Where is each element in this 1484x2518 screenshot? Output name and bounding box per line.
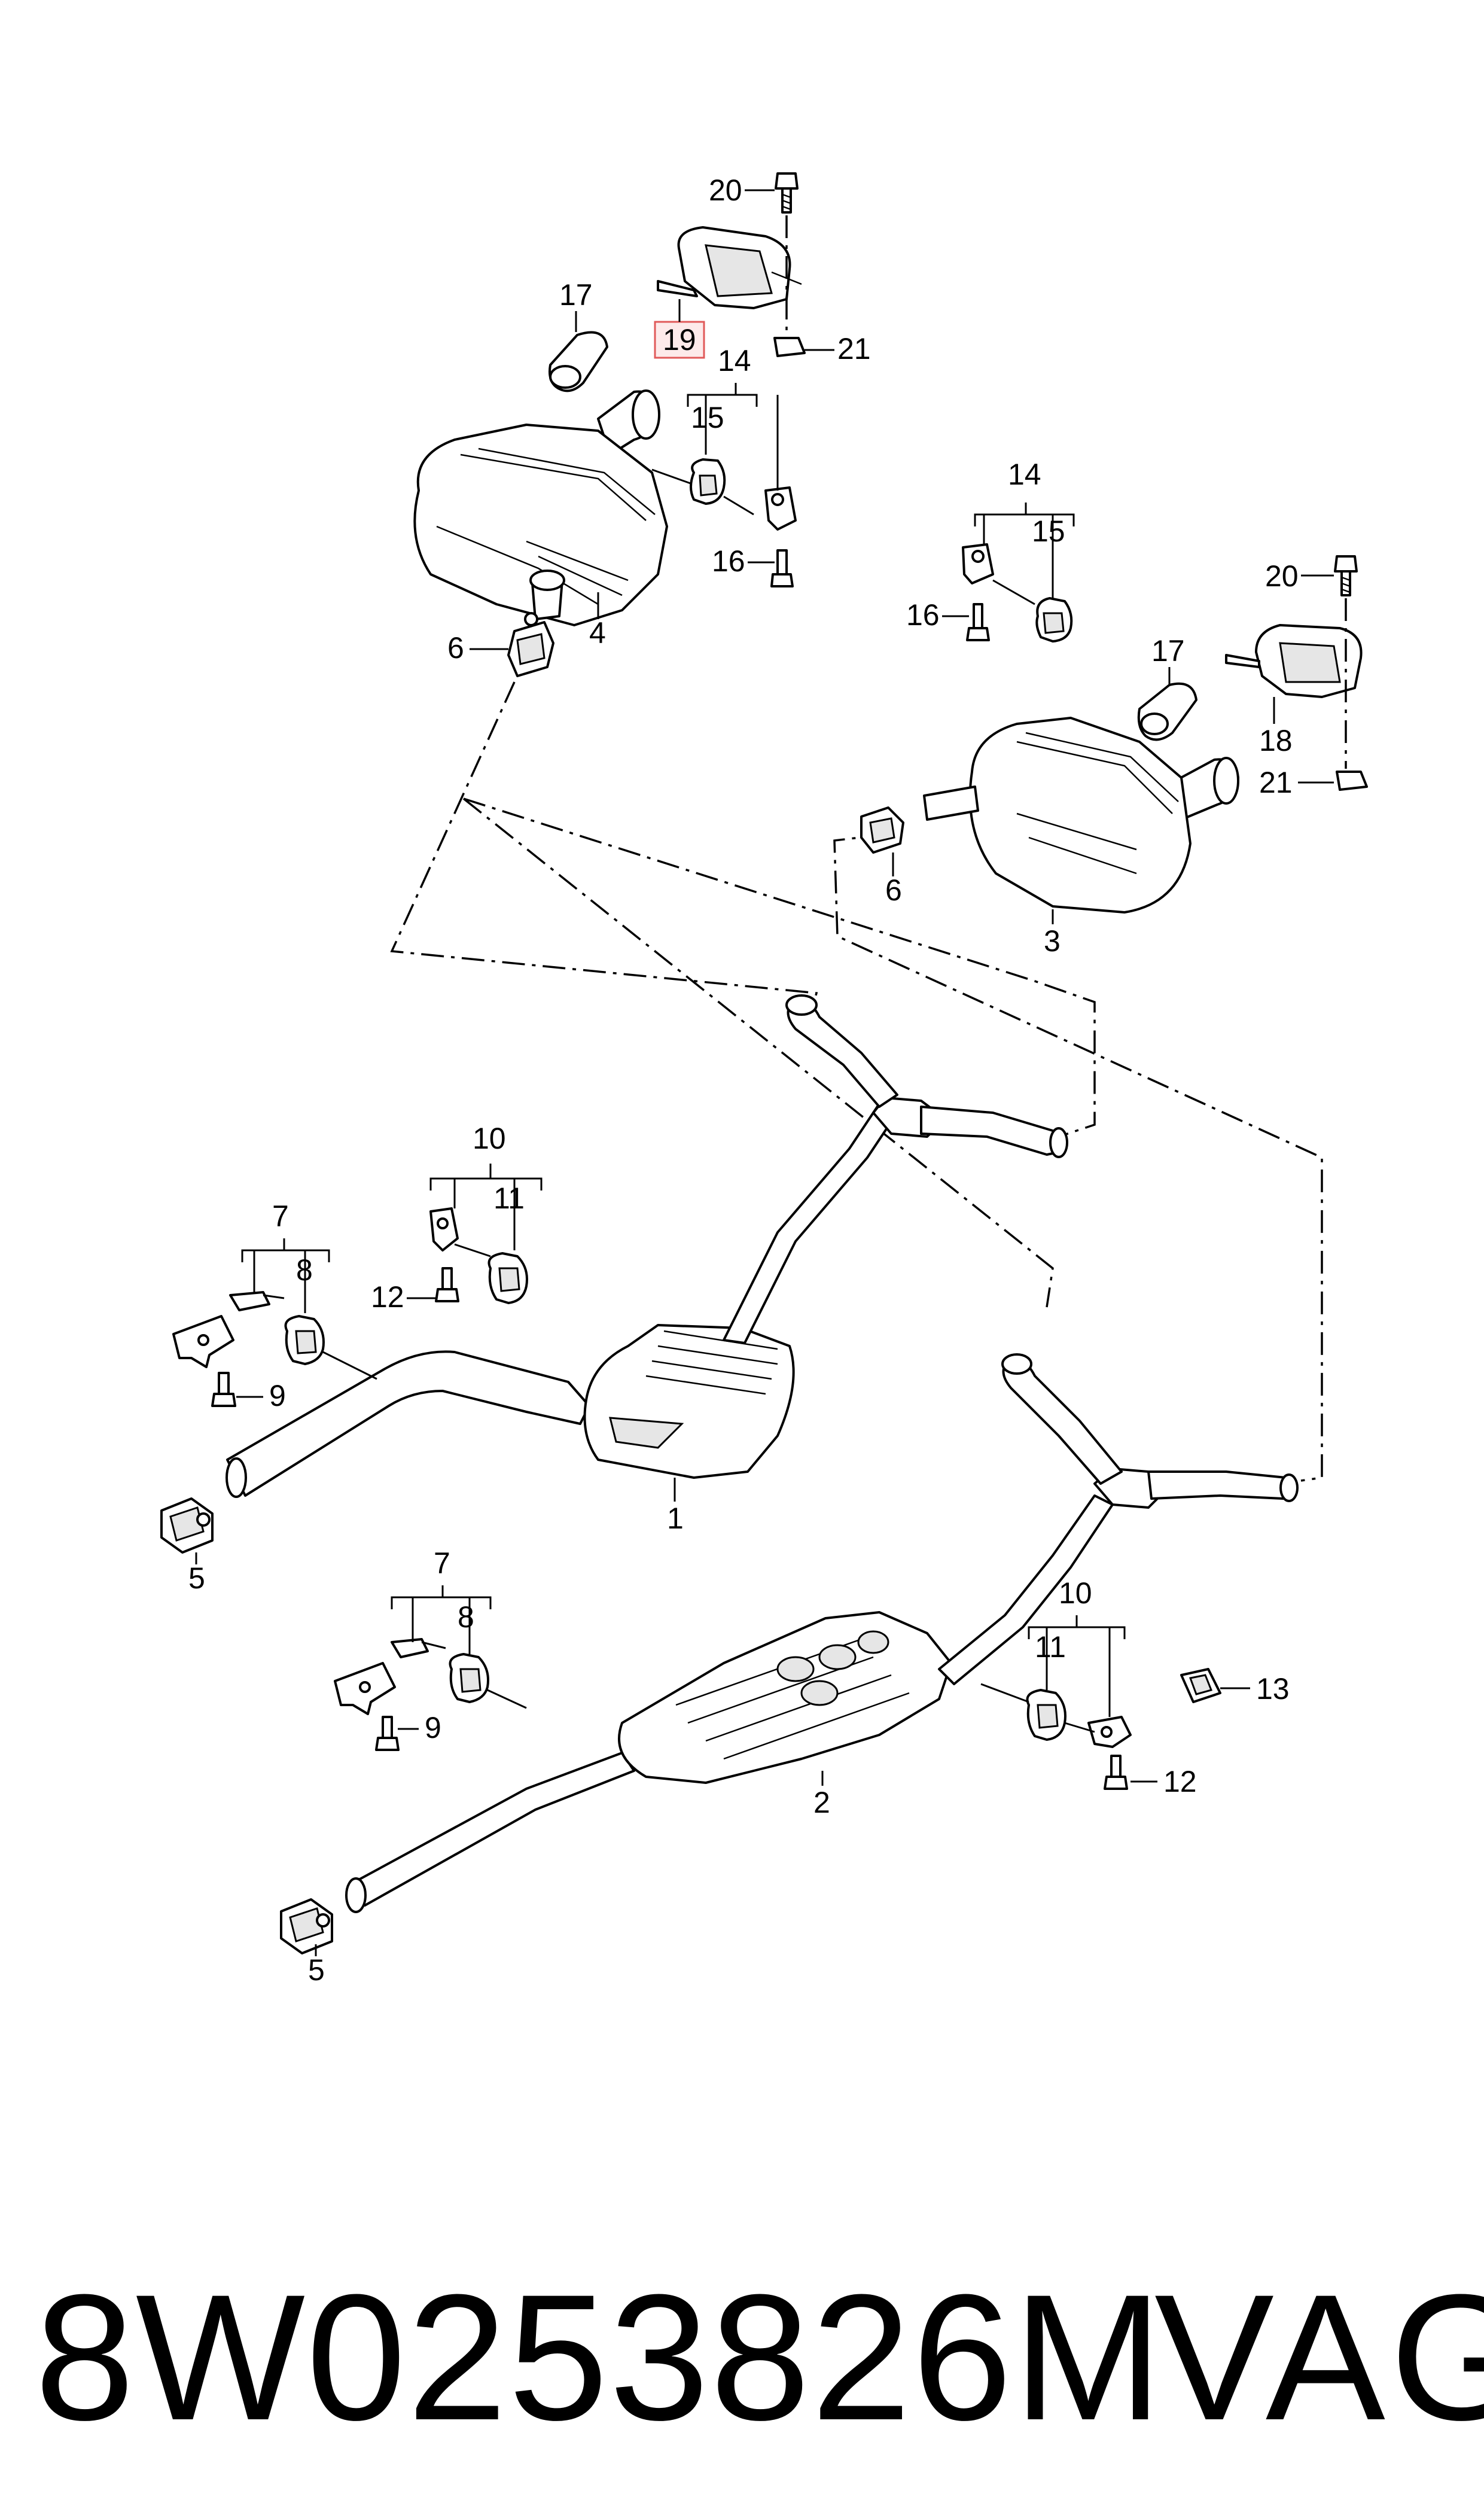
center-pipe-1[interactable] [226, 994, 1068, 1498]
callout-20-upper[interactable]: 20 [709, 173, 742, 207]
callout-5-lower[interactable]: 5 [308, 1953, 325, 1987]
bracket-10-middle[interactable] [429, 1207, 491, 1258]
clamp-5-lower[interactable] [280, 1898, 333, 1954]
callout-10-middle[interactable]: 10 [473, 1122, 506, 1155]
bolt-20-upper[interactable] [775, 172, 799, 335]
bolt-12-middle[interactable] [435, 1267, 459, 1302]
callouts: 19 20 21 17 14 15 16 4 6 14 15 16 17 20 … [188, 173, 1334, 1987]
callout-15-upper[interactable]: 15 [691, 401, 724, 434]
callout-2[interactable]: 2 [813, 1786, 830, 1819]
callout-13[interactable]: 13 [1256, 1672, 1290, 1706]
bracket-14-right[interactable] [962, 543, 1035, 605]
bolt-16-upper[interactable] [770, 549, 794, 587]
callout-18[interactable]: 18 [1259, 724, 1293, 757]
bracket-14-upper[interactable] [723, 486, 797, 531]
callout-21-upper[interactable]: 21 [837, 332, 871, 366]
callout-9-middle[interactable]: 9 [269, 1379, 286, 1412]
hanger-8-middle[interactable] [284, 1315, 377, 1380]
callout-8-lower[interactable]: 8 [458, 1600, 474, 1634]
bolt-20-right[interactable] [1334, 555, 1358, 769]
callout-6-upper[interactable]: 6 [447, 631, 464, 665]
callout-14-right[interactable]: 14 [1008, 458, 1041, 491]
trim-panel-18[interactable] [1225, 624, 1363, 698]
brand-label: VAG [1154, 2257, 1484, 2458]
callout-11-lower[interactable]: 11 [1035, 1630, 1066, 1664]
clamp-6-right[interactable] [860, 806, 904, 854]
clamp-6-upper[interactable] [507, 612, 554, 677]
rear-silencer-right[interactable] [923, 717, 1239, 914]
hanger-15-right[interactable] [1035, 597, 1073, 643]
callout-17-upper[interactable]: 17 [559, 278, 593, 312]
callout-20-right[interactable]: 20 [1265, 559, 1299, 593]
callout-16-upper[interactable]: 16 [712, 544, 745, 578]
callout-7-lower[interactable]: 7 [434, 1546, 450, 1580]
trim-panel-19[interactable] [657, 226, 802, 309]
callout-4[interactable]: 4 [589, 616, 606, 650]
hanger-11-lower[interactable] [980, 1683, 1066, 1741]
bracket-7-middle[interactable] [172, 1291, 285, 1368]
callout-12-middle[interactable]: 12 [371, 1280, 404, 1314]
callout-6-right[interactable]: 6 [885, 873, 902, 907]
bolt-9-lower[interactable] [375, 1716, 400, 1751]
callout-19[interactable]: 19 [663, 323, 696, 357]
callout-3[interactable]: 3 [1044, 924, 1061, 958]
bracket-7-lower[interactable] [334, 1638, 446, 1715]
hanger-15-upper[interactable] [690, 458, 726, 505]
part-number: 8W0253826M [35, 2257, 1164, 2458]
hanger-11-middle[interactable] [487, 1252, 528, 1304]
tailpipe-trim-17-upper[interactable] [548, 331, 608, 392]
hanger-8-lower[interactable] [449, 1653, 527, 1709]
bolt-16-right[interactable] [966, 603, 990, 641]
clamp-5-middle[interactable] [160, 1497, 214, 1554]
clip-21-right[interactable] [1336, 771, 1368, 791]
front-pipe-2[interactable] [345, 1353, 1299, 1913]
bolt-12-lower[interactable] [1104, 1755, 1128, 1790]
clip-13[interactable] [1180, 1668, 1221, 1703]
callout-12-lower[interactable]: 12 [1163, 1765, 1197, 1798]
clip-21-upper[interactable] [773, 337, 806, 357]
bracket-10-lower[interactable] [1064, 1716, 1132, 1748]
tailpipe-trim-17-right[interactable] [1137, 682, 1197, 741]
callout-5-middle[interactable]: 5 [188, 1561, 205, 1595]
callout-8-middle[interactable]: 8 [296, 1253, 313, 1287]
callout-7-middle[interactable]: 7 [272, 1199, 289, 1233]
callout-14-upper[interactable]: 14 [718, 344, 751, 377]
bolt-9-middle[interactable] [211, 1372, 236, 1407]
rear-silencer-left[interactable] [413, 389, 694, 626]
callout-21-right[interactable]: 21 [1259, 766, 1293, 799]
callout-1[interactable]: 1 [667, 1502, 684, 1535]
callout-9-lower[interactable]: 9 [425, 1711, 441, 1744]
callout-11-middle[interactable]: 11 [493, 1182, 525, 1215]
callout-16-right[interactable]: 16 [906, 598, 940, 632]
callout-15-right[interactable]: 15 [1032, 514, 1065, 548]
callout-17-right[interactable]: 17 [1151, 634, 1185, 668]
callout-10-lower[interactable]: 10 [1059, 1576, 1092, 1610]
